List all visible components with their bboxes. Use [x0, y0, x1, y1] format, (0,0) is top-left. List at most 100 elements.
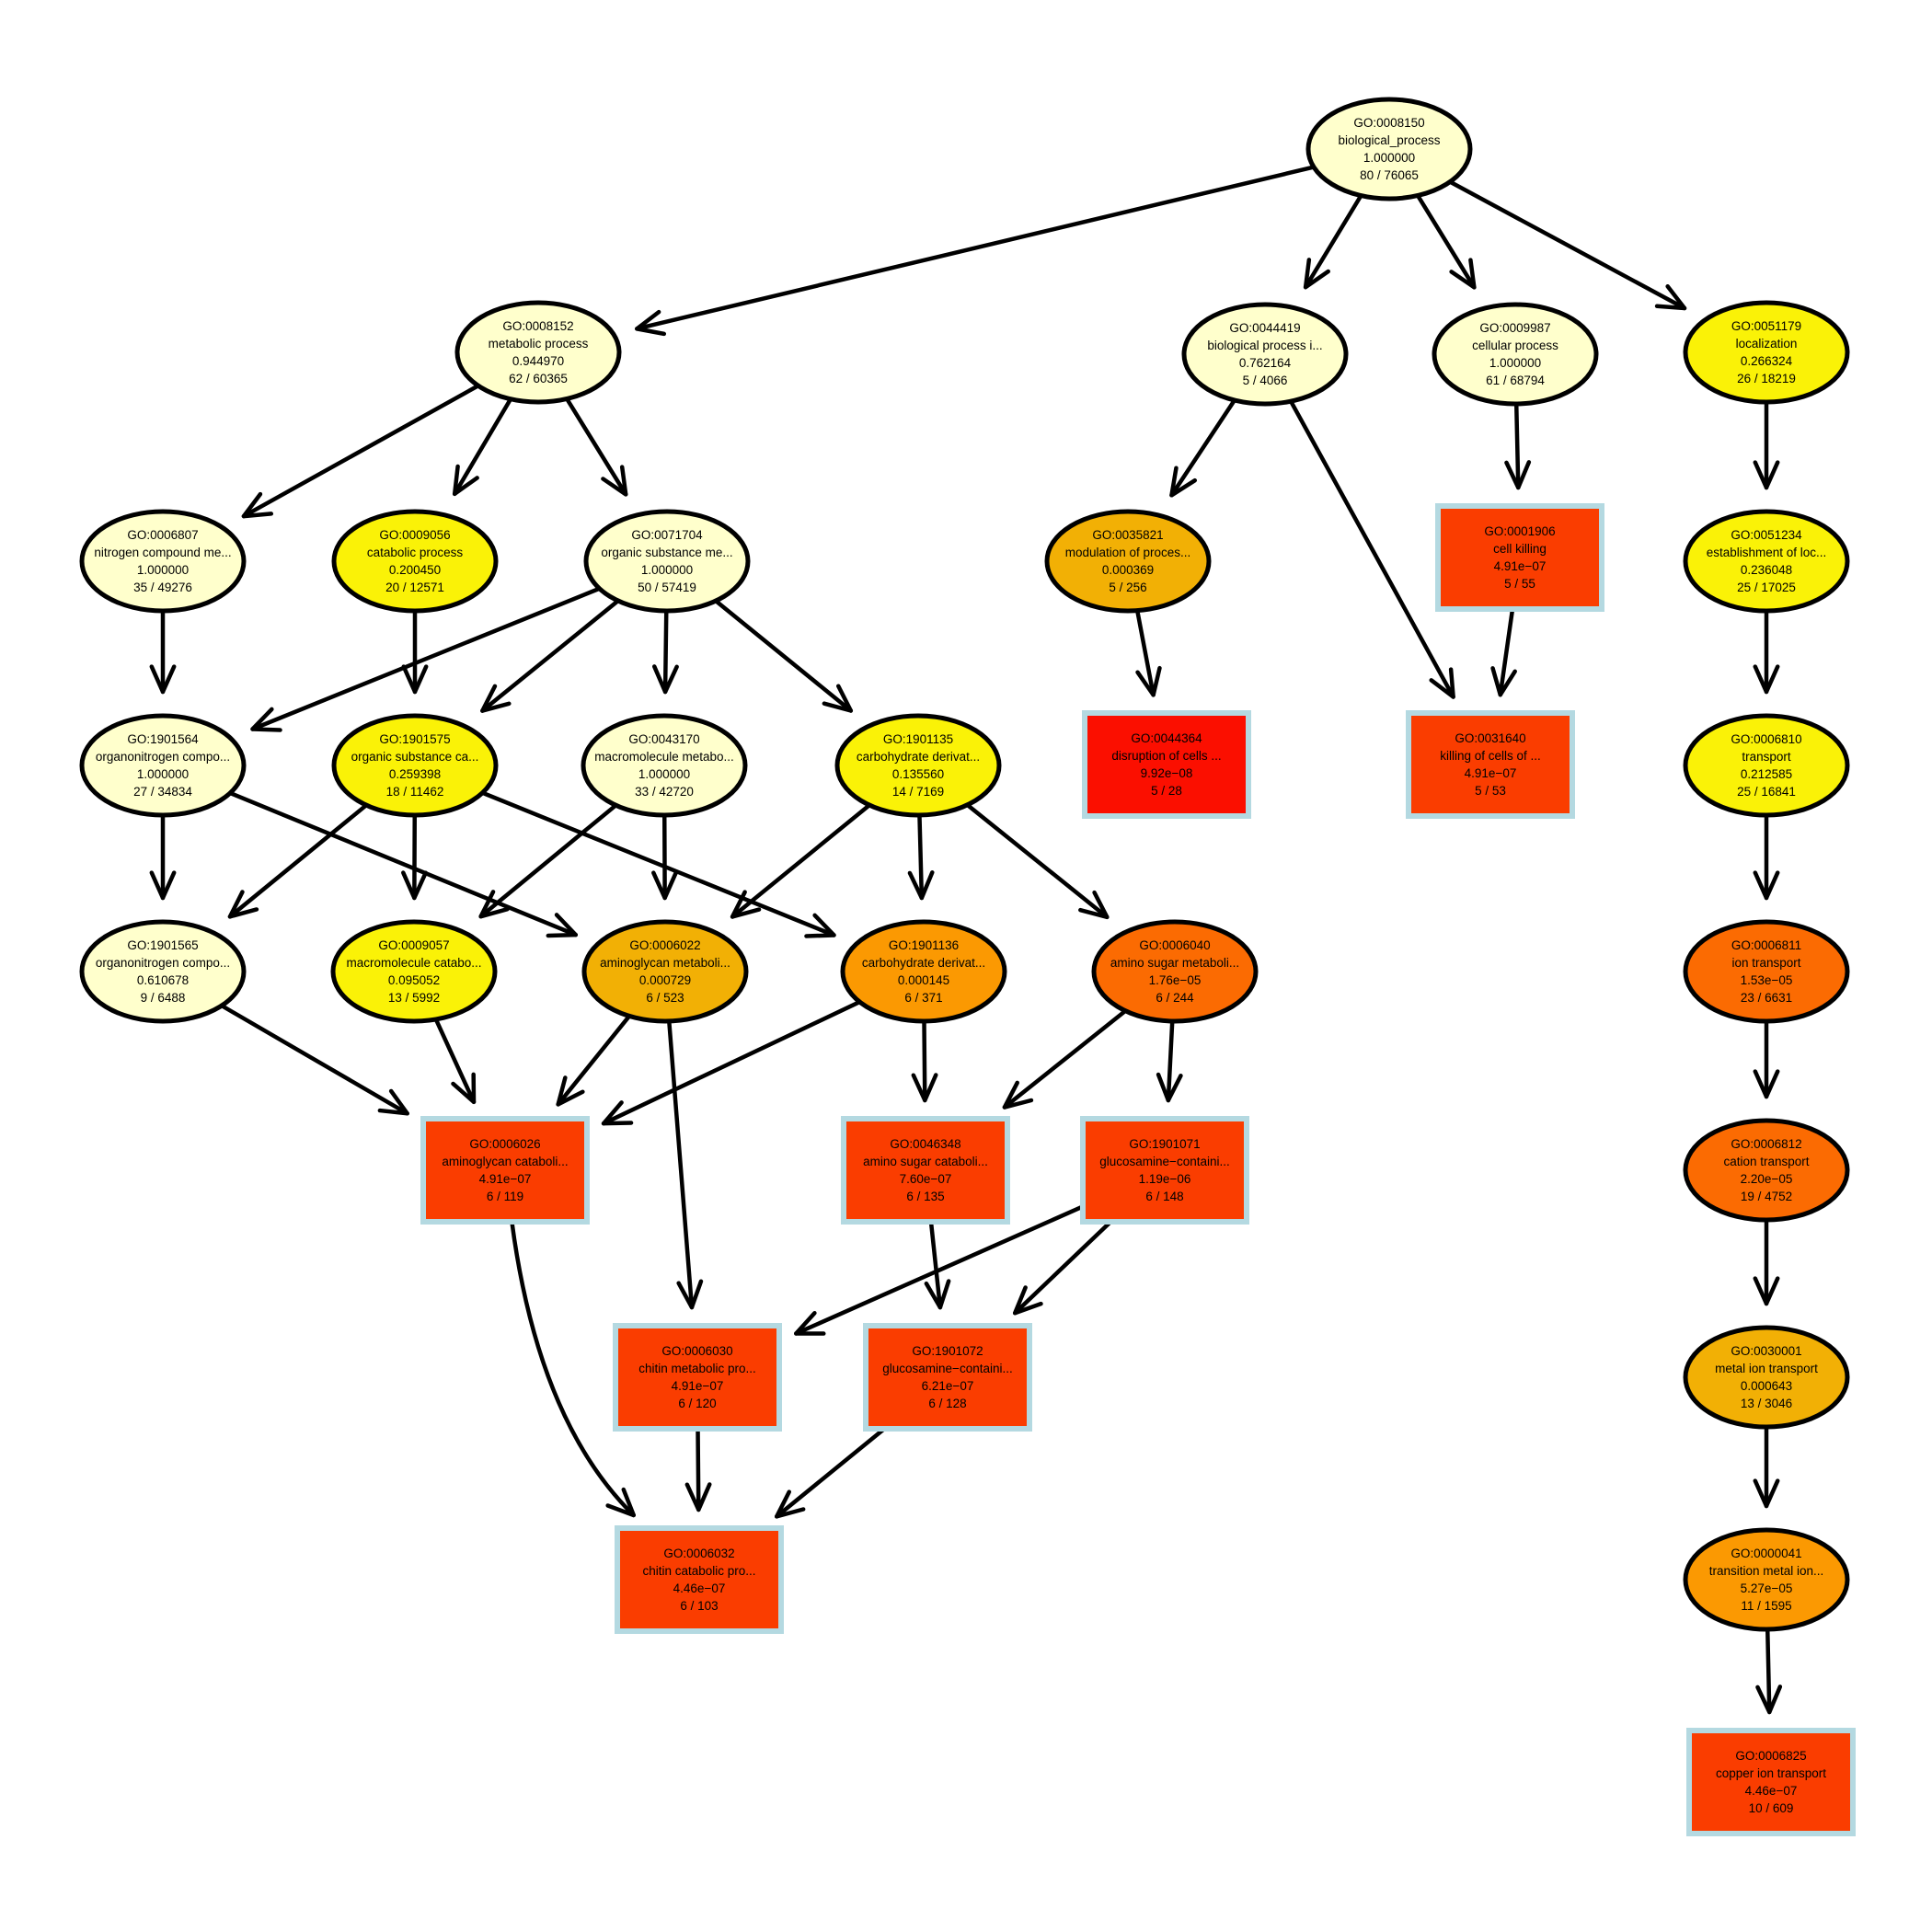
go-pvalue: 1.000000	[1489, 356, 1541, 370]
edge-0006812-0030001	[1753, 1217, 1780, 1306]
go-term-ellipse	[581, 713, 748, 818]
arrowhead	[794, 1310, 826, 1336]
go-counts: 5 / 55	[1504, 577, 1535, 591]
edge-0008150-0051179	[1447, 179, 1687, 311]
go-id: GO:0001906	[1484, 524, 1555, 538]
go-id: GO:0009057	[378, 938, 449, 952]
go-pvalue: 0.000145	[898, 973, 949, 987]
edge-line	[922, 1018, 927, 1103]
go-id: GO:0006026	[469, 1137, 540, 1151]
go-pvalue: 4.91e−07	[672, 1379, 724, 1393]
arrowhead	[478, 890, 510, 919]
edge-1901071-1901072	[1012, 1219, 1113, 1316]
go-id: GO:1901071	[1129, 1137, 1200, 1151]
go-counts: 6 / 148	[1145, 1190, 1183, 1203]
edge-1901575-1901565	[227, 802, 369, 919]
arrowhead	[1490, 666, 1517, 697]
go-counts: 33 / 42720	[635, 785, 694, 799]
edge-1901564-0006022	[227, 790, 579, 938]
go-counts: 6 / 119	[487, 1190, 523, 1203]
go-pvalue: 0.610678	[137, 973, 189, 987]
edge-line	[1166, 1018, 1175, 1103]
go-counts: 27 / 34834	[133, 785, 192, 799]
go-counts: 61 / 68794	[1486, 374, 1545, 387]
go-term-ellipse	[1683, 1527, 1850, 1632]
go-term-box	[841, 1116, 1010, 1225]
edge-1901135-0006040	[965, 802, 1110, 920]
go-term-ellipse	[1683, 713, 1850, 818]
go-id: GO:0031640	[1455, 731, 1525, 745]
edge-0008150-0009987	[1415, 193, 1477, 290]
edge-line	[774, 1426, 887, 1519]
arrowhead	[605, 1487, 637, 1518]
edge-line	[794, 1204, 1086, 1336]
go-label: establishment of loc...	[1707, 546, 1827, 559]
go-pvalue: 0.266324	[1741, 354, 1793, 368]
arrowhead	[401, 664, 429, 695]
go-id: GO:0009056	[379, 528, 450, 542]
arrowhead	[451, 1072, 477, 1105]
go-counts: 50 / 57419	[638, 581, 696, 594]
go-counts: 35 / 49276	[133, 581, 192, 594]
go-pvalue: 4.46e−07	[673, 1581, 726, 1595]
edge-line	[219, 1003, 409, 1116]
go-counts: 10 / 609	[1749, 1801, 1794, 1815]
arrowhead	[1002, 1080, 1034, 1110]
arrowhead	[452, 464, 479, 497]
go-term-ellipse	[840, 919, 1007, 1024]
edge-line	[917, 812, 925, 901]
edge-0006810-0006811	[1753, 812, 1780, 901]
edge-0043170-0009057	[478, 803, 618, 919]
go-term-ellipse	[1683, 1325, 1850, 1430]
go-pvalue: 4.91e−07	[479, 1172, 532, 1186]
go-counts: 6 / 103	[680, 1599, 718, 1613]
edge-0043170-0006022	[651, 812, 678, 901]
edge-0046348-1901072	[924, 1219, 951, 1310]
go-counts: 26 / 18219	[1737, 372, 1796, 385]
go-pvalue: 0.259398	[389, 767, 441, 781]
go-label: biological_process	[1338, 133, 1440, 147]
edge-0008152-0009056	[452, 397, 513, 497]
edge-0071704-1901135	[713, 598, 854, 713]
go-pvalue: 0.200450	[389, 563, 441, 577]
go-pvalue: 1.000000	[1363, 151, 1415, 165]
edge-1901136-0046348	[911, 1018, 938, 1103]
edge-1901565-0006026	[219, 1003, 409, 1116]
edge-line	[1447, 179, 1687, 311]
go-counts: 5 / 53	[1475, 784, 1506, 798]
arrowhead	[1755, 1685, 1783, 1715]
go-label: cell killing	[1493, 542, 1547, 556]
edge-1901071-0006030	[794, 1204, 1086, 1336]
edge-0006040-0046348	[1002, 1008, 1128, 1110]
edge-line	[241, 384, 481, 519]
go-counts: 5 / 28	[1151, 784, 1182, 798]
go-id: GO:1901072	[912, 1344, 983, 1358]
go-id: GO:1901136	[889, 938, 959, 952]
edge-1901135-0006022	[730, 802, 872, 919]
arrowhead	[1303, 258, 1330, 290]
go-id: GO:0006032	[663, 1547, 734, 1560]
arrowhead	[1753, 870, 1780, 901]
edge-line	[696, 1426, 701, 1512]
go-id: GO:0051179	[1731, 319, 1801, 333]
edge-0035821-0044364	[1134, 608, 1162, 697]
go-label: organonitrogen compo...	[96, 750, 230, 764]
go-term-ellipse	[1181, 302, 1349, 407]
go-label: nitrogen compound me...	[94, 546, 231, 559]
go-label: killing of cells of ...	[1440, 749, 1541, 763]
go-id: GO:0006811	[1731, 938, 1801, 952]
go-term-ellipse	[1683, 919, 1850, 1024]
edge-0001906-0031640	[1490, 606, 1517, 697]
go-label: organic substance ca...	[351, 750, 479, 764]
arrowhead	[1753, 1069, 1780, 1099]
go-term-ellipse	[79, 919, 247, 1024]
edge-line	[480, 790, 836, 937]
